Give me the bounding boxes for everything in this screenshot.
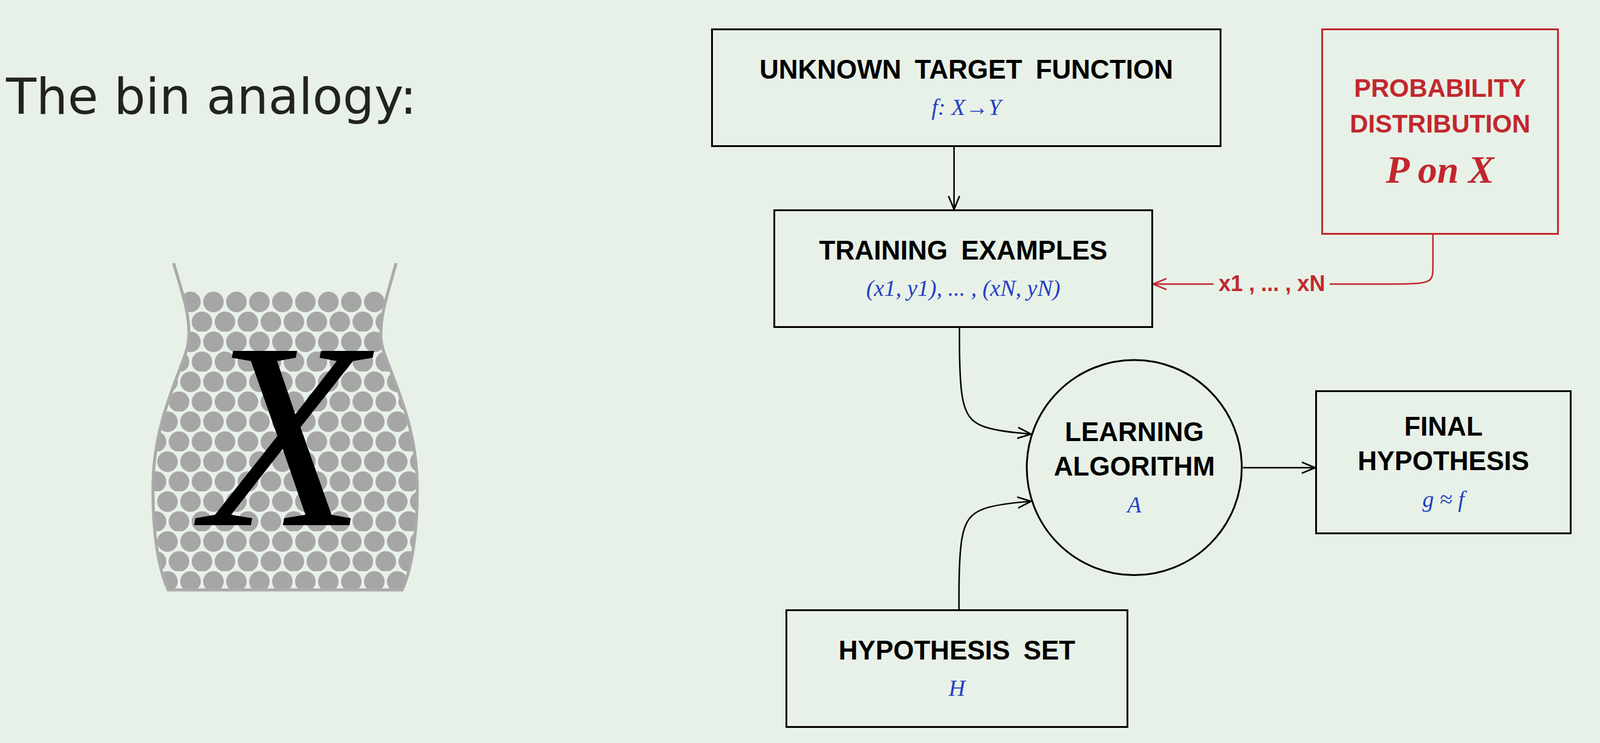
output-box: FINAL HYPOTHESIS g ≈ f	[1315, 390, 1572, 534]
flow-arrow	[959, 501, 1031, 609]
node-formula: g ≈ f	[1422, 483, 1464, 516]
node-content: FINAL HYPOTHESIS g ≈ f	[1328, 408, 1559, 516]
circle-outline	[1026, 359, 1243, 576]
node-heading: PROBABILITY DISTRIBUTION	[1334, 70, 1546, 143]
data-box: TRAINING EXAMPLES (x1, y1), ... , (xN, yN…	[773, 209, 1154, 328]
slide-title: The bin analogy:	[6, 67, 417, 126]
node-formula: A	[1127, 488, 1142, 521]
flow-arrow	[1243, 466, 1316, 469]
process-box: UNKNOWN TARGET FUNCTION f: X→Y	[711, 28, 1222, 147]
node-formula: (x1, y1), ... , (xN, yN)	[866, 272, 1061, 305]
distribution-box: PROBABILITY DISTRIBUTIONP on X	[1321, 28, 1559, 235]
node-formula: H	[948, 671, 966, 704]
set-symbol: X	[203, 302, 366, 569]
bin-outline	[152, 263, 418, 590]
node-content: LEARNING ALGORITHM A	[1040, 414, 1228, 521]
node-content: UNKNOWN TARGET FUNCTION f: X→Y	[724, 52, 1209, 124]
node-content: HYPOTHESIS SET H	[798, 632, 1116, 704]
node-content: PROBABILITY DISTRIBUTIONP on X	[1334, 70, 1546, 193]
node-formula: f: X→Y	[931, 91, 1001, 124]
flow-arrow	[959, 327, 1031, 434]
hypothesis-box: HYPOTHESIS SET H	[785, 608, 1129, 728]
node-heading: HYPOTHESIS SET	[838, 632, 1076, 667]
node-heading: UNKNOWN TARGET FUNCTION	[759, 52, 1174, 87]
node-formula: P on X	[1385, 147, 1495, 193]
node-heading: FINAL HYPOTHESIS	[1328, 408, 1559, 478]
flow-arrow	[952, 146, 955, 210]
node-content: TRAINING EXAMPLES (x1, y1), ... , (xN, yN…	[786, 232, 1140, 305]
node-heading: TRAINING EXAMPLES	[819, 232, 1108, 268]
edge-label: x1 , ... , xN	[1213, 269, 1330, 298]
node-heading: LEARNING ALGORITHM	[1040, 414, 1228, 484]
algorithm-circle: LEARNING ALGORITHM A	[1025, 358, 1244, 577]
